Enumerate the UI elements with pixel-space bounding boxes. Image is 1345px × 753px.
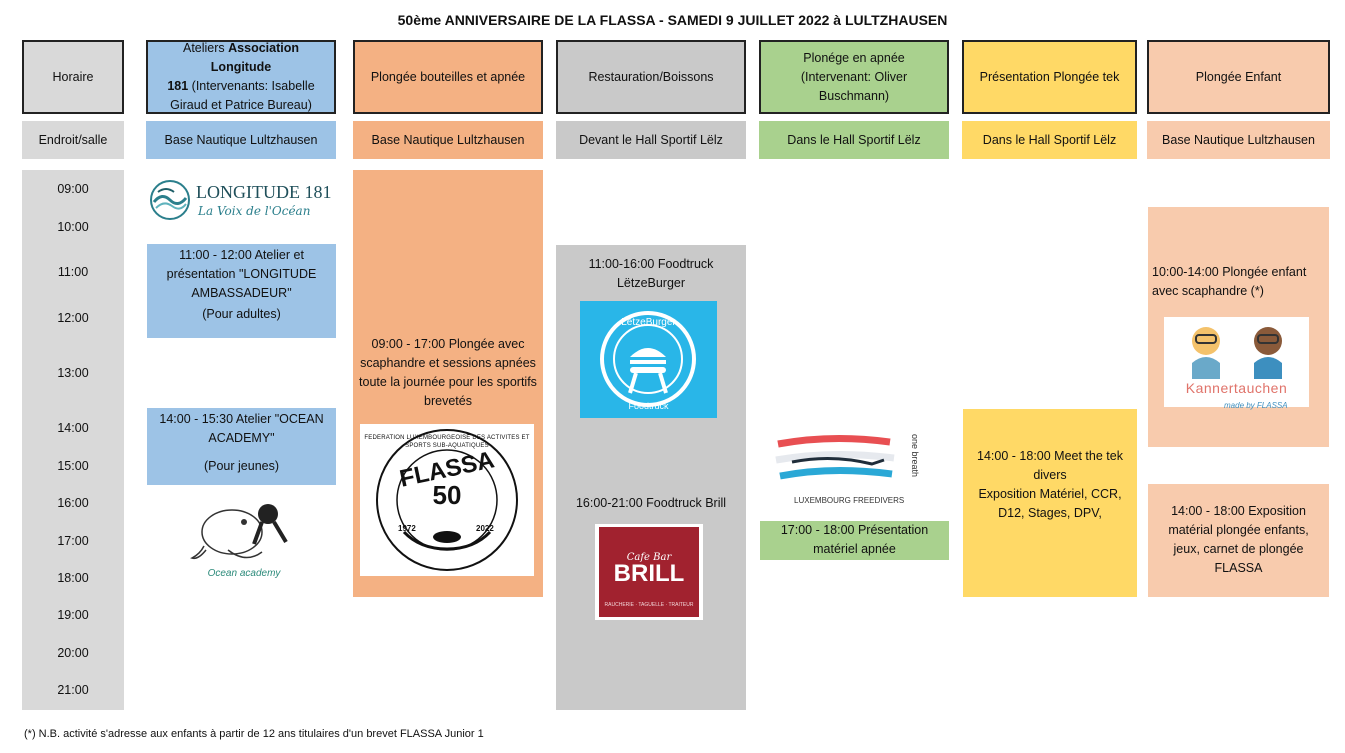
atelier-longitude-ambassadeur-text: 11:00 - 12:00 Atelier et présentation "L… <box>166 248 317 300</box>
brill-logo-panel <box>599 527 699 617</box>
location-tek: Dans le Hall Sportif Lëlz <box>962 121 1137 159</box>
kannertauchen-sub: made by FLASSA <box>1224 401 1288 410</box>
letzeburger-top-text: LëtzeBurger <box>621 317 676 328</box>
atelier-ocean-academy-text: 14:00 - 15:30 Atelier "OCEAN ACADEMY" <box>159 412 324 445</box>
foodtruck-block: 11:00-16:00 Foodtruck LëtzeBurger LëtzeB… <box>556 245 746 710</box>
location-plongee: Base Nautique Lultzhausen <box>353 121 543 159</box>
brill-logo: Cafe Bar BRILL RAUCHERIE · TAGUELLE · TR… <box>595 524 703 620</box>
flassa-year-end: 2022 <box>476 524 494 533</box>
ocean-academy-logo: Ocean academy <box>188 492 300 584</box>
longitude-wave-icon <box>150 180 190 220</box>
luxembourg-freedivers-logo: one breath LUXEMBOURG FREEDIVERS <box>772 432 938 516</box>
longitude-181-logo: LONGITUDE 181 La Voix de l'Océan <box>148 178 332 224</box>
atelier-ocean-academy: 14:00 - 15:30 Atelier "OCEAN ACADEMY" (P… <box>147 408 336 485</box>
header-horaire: Horaire <box>22 40 124 114</box>
foodtruck-brill-text: 16:00-21:00 Foodtruck Brill <box>575 496 727 510</box>
ocean-academy-label: Ocean academy <box>207 568 281 579</box>
time-label: 20:00 <box>57 646 89 660</box>
longitude-tagline: La Voix de l'Océan <box>198 204 311 218</box>
time-label: 16:00 <box>57 496 89 510</box>
freedivers-side-text: one breath <box>910 434 920 478</box>
page-title: 50ème ANNIVERSAIRE DE LA FLASSA - SAMEDI… <box>397 12 948 28</box>
header-restauration: Restauration/Boissons <box>556 40 746 114</box>
time-label: 10:00 <box>57 220 89 234</box>
location-enfant: Base Nautique Lultzhausen <box>1147 121 1330 159</box>
time-label: 12:00 <box>57 311 89 325</box>
flassa-50-logo: FEDERATION LUXEMBOURGEOISE DES ACTIVITES… <box>360 424 534 576</box>
header-ateliers-label: Ateliers Association Longitude 181 (Inter… <box>152 39 330 115</box>
meet-tek-divers-block: 14:00 - 18:00 Meet the tek divers Exposi… <box>963 409 1137 597</box>
kannertauchen-logo: Kannertauchen made by FLASSA <box>1164 317 1309 410</box>
flassa-ring-text: FEDERATION LUXEMBOURGEOISE DES ACTIVITES… <box>364 435 530 449</box>
plongee-session-text: 09:00 - 17:00 Plongée avec scaphandre et… <box>359 337 537 408</box>
header-plongee-enfant: Plongée Enfant <box>1147 40 1330 114</box>
atelier-longitude-ambassadeur: 11:00 - 12:00 Atelier et présentation "L… <box>147 244 336 338</box>
exposition-materiel-text: Exposition Matériel, CCR, D12, Stages, D… <box>978 487 1122 520</box>
foodtruck-letzeburger-text: 11:00-16:00 Foodtruck LëtzeBurger <box>588 257 714 290</box>
plongee-session-block: 09:00 - 17:00 Plongée avec scaphandre et… <box>353 170 543 597</box>
meet-tek-divers-text: 14:00 - 18:00 Meet the tek divers <box>977 449 1123 482</box>
whale-diver-icon <box>190 504 288 560</box>
header-horaire-label: Horaire <box>52 69 94 84</box>
kids-diving-icon <box>1192 327 1282 379</box>
header-presentation-tek: Présentation Plongée tek <box>962 40 1137 114</box>
time-column <box>22 170 124 710</box>
longitude-name: LONGITUDE 181 <box>196 182 332 202</box>
location-apnee: Dans le Hall Sportif Lëlz <box>759 121 949 159</box>
footnote: (*) N.B. activité s'adresse aux enfants … <box>24 728 484 740</box>
flassa-year-start: 1972 <box>398 524 416 533</box>
header-presentation-tek-label: Présentation Plongée tek <box>979 69 1120 84</box>
brill-sub: RAUCHERIE · TAGUELLE · TRAITEUR <box>604 602 694 608</box>
time-label: 15:00 <box>57 459 89 473</box>
time-label: 11:00 <box>57 265 89 279</box>
header-plongee-bouteilles-label: Plongée bouteilles et apnée <box>370 69 526 84</box>
kannertauchen-name: Kannertauchen <box>1185 380 1288 396</box>
header-ateliers-bold1: Association Longitude <box>210 41 299 74</box>
letzeburger-bottom-text: Foodtruck <box>628 401 669 411</box>
letzeburger-logo: LëtzeBurger Foodtruck <box>580 301 717 418</box>
header-plonege-apnee: Plonége en apnée (Intervenant: Oliver Bu… <box>759 40 949 114</box>
plongee-enfant-block: 10:00-14:00 Plongée enfant avec scaphand… <box>1148 207 1329 447</box>
header-ateliers-pre: Ateliers <box>182 41 229 55</box>
header-restauration-label: Restauration/Boissons <box>588 69 714 84</box>
location-label: Endroit/salle <box>22 121 124 159</box>
freediver-flag-icon <box>775 434 895 480</box>
location-ateliers: Base Nautique Lultzhausen <box>146 121 336 159</box>
plongee-enfant-text: 10:00-14:00 Plongée enfant avec scaphand… <box>1152 265 1307 298</box>
header-ateliers: Ateliers Association Longitude 181 (Inter… <box>146 40 336 114</box>
atelier-longitude-ambassadeur-audience: (Pour adultes) <box>202 307 281 321</box>
time-label: 19:00 <box>57 608 89 622</box>
burger-steering-wheel-icon <box>600 311 696 407</box>
presentation-materiel-apnee: 17:00 - 18:00 Présentation matériel apné… <box>760 521 949 560</box>
brill-name: BRILL <box>613 560 685 587</box>
brill-script: Cafe Bar <box>626 552 672 563</box>
time-label: 21:00 <box>57 683 89 697</box>
time-label: 14:00 <box>57 421 89 435</box>
time-label: 17:00 <box>57 534 89 548</box>
presentation-materiel-apnee-text: 17:00 - 18:00 Présentation matériel apné… <box>780 523 929 556</box>
flassa-seal-icon <box>376 429 518 571</box>
time-label: 09:00 <box>57 182 89 196</box>
exposition-enfants-block: 14:00 - 18:00 Exposition matérial plongé… <box>1148 484 1329 597</box>
header-ateliers-rest: (Intervenants: Isabelle Giraud et Patric… <box>170 79 315 112</box>
location-restauration: Devant le Hall Sportif Lëlz <box>556 121 746 159</box>
header-plonege-apnee-label: Plonége en apnée (Intervenant: Oliver Bu… <box>800 50 908 103</box>
atelier-ocean-academy-audience: (Pour jeunes) <box>203 459 280 473</box>
time-label: 18:00 <box>57 571 89 585</box>
time-label: 13:00 <box>57 366 89 380</box>
header-plongee-bouteilles: Plongée bouteilles et apnée <box>353 40 543 114</box>
freedivers-name: LUXEMBOURG FREEDIVERS <box>794 496 905 505</box>
header-ateliers-bold2: 181 <box>167 79 189 93</box>
header-plongee-enfant-label: Plongée Enfant <box>1195 69 1282 84</box>
exposition-enfants-text: 14:00 - 18:00 Exposition matérial plongé… <box>1168 504 1309 575</box>
flassa-fifty: 50 <box>432 480 462 510</box>
